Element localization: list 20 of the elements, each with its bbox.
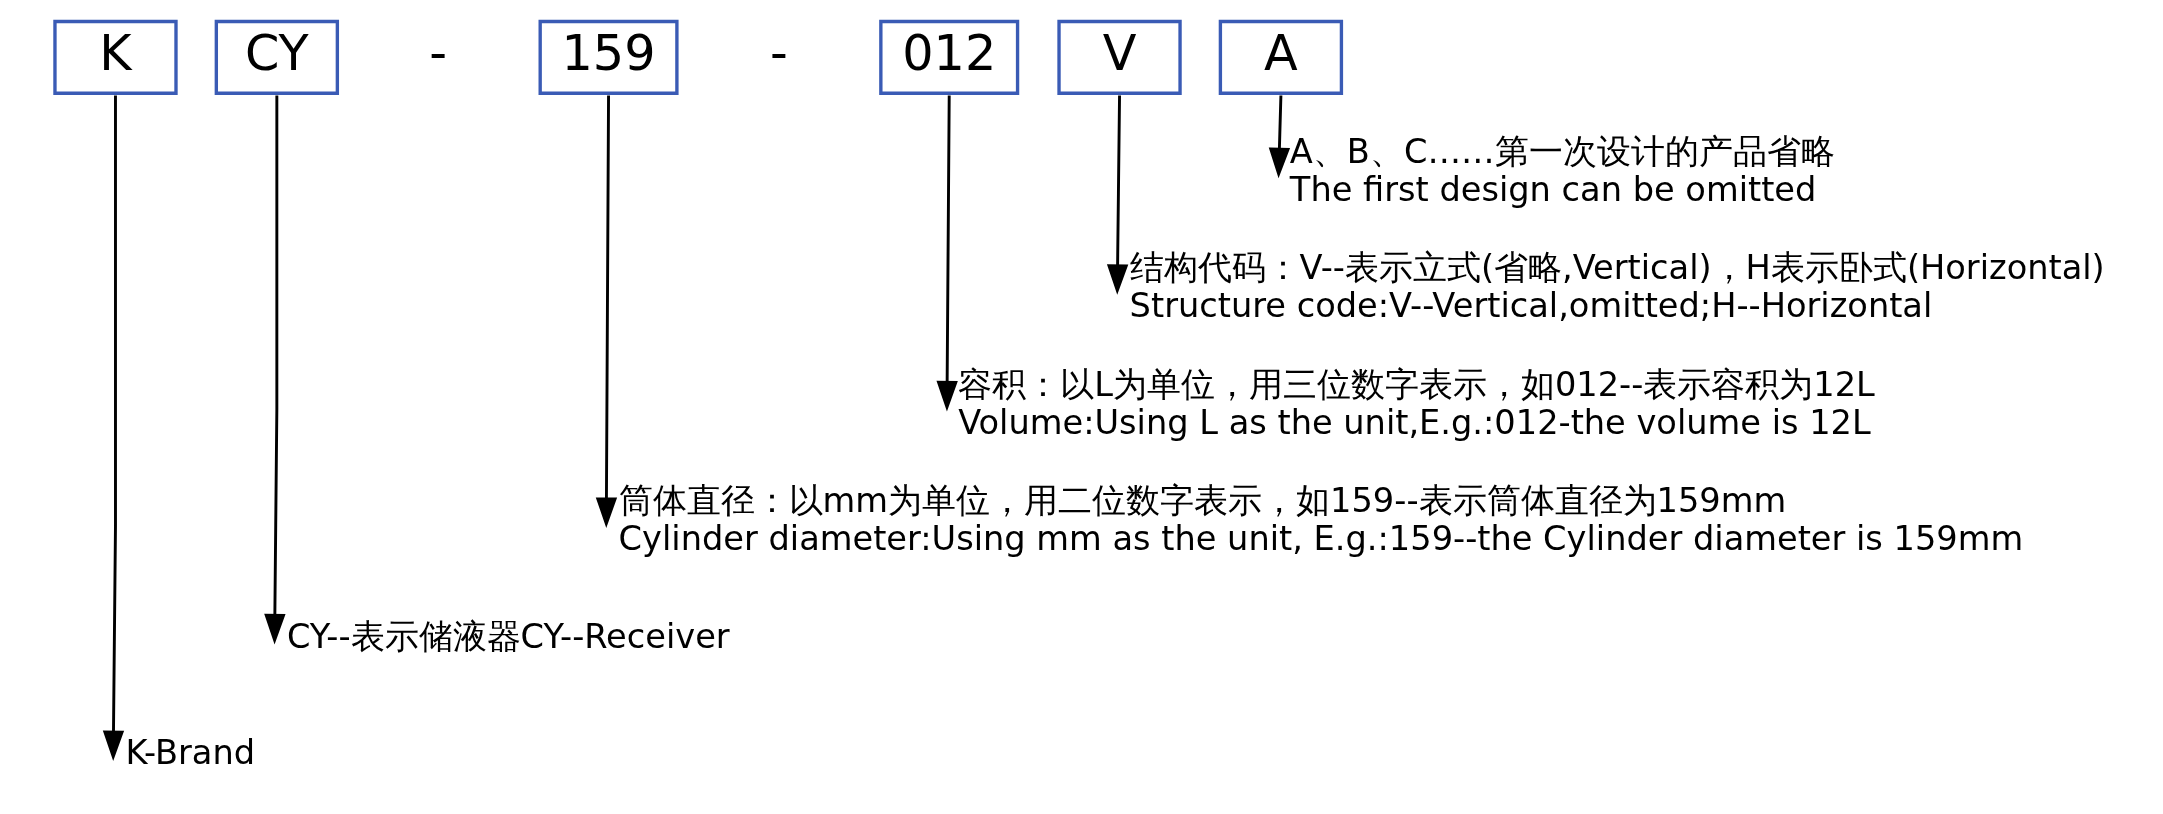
arrow bbox=[102, 95, 124, 762]
arrow bbox=[595, 95, 617, 528]
node-text: CY--表示储液器CY--Receiver bbox=[286, 616, 730, 656]
node-text: 筒体直径：以mm为单位，用二位数字表示，如159--表示筒体直径为159mm Cylinder diameter:Using mm as the unit, E.g.:159--the Cylinder diameter is 159mm bbox=[618, 481, 2023, 559]
node-box: V bbox=[1056, 19, 1182, 95]
label: - bbox=[769, 23, 788, 82]
label: - bbox=[428, 23, 447, 82]
node-box: A bbox=[1218, 19, 1343, 95]
node-text: K-Brand bbox=[125, 733, 255, 773]
arrow bbox=[935, 95, 958, 412]
arrow bbox=[263, 95, 286, 645]
node-text: 结构代码：V--表示立式(省略,Vertical)，H表示卧式(Horizontal) Structure code:V--Vertical,omitted;H--Horizontal bbox=[1129, 248, 2105, 326]
arrow bbox=[1268, 95, 1290, 179]
node-box: 012 bbox=[878, 19, 1019, 95]
node-box: 159 bbox=[538, 19, 679, 95]
node-text: A、B、C……第一次设计的产品省略 The first design can be omitted bbox=[1289, 131, 1835, 209]
arrow bbox=[1106, 95, 1128, 295]
node-box: CY bbox=[214, 19, 339, 95]
node-text: 容积：以L为单位，用三位数字表示，如012--表示容积为12L Volume:Using L as the unit,E.g.:012-the volume is 12L bbox=[957, 364, 1875, 442]
node-box: K bbox=[52, 19, 178, 95]
